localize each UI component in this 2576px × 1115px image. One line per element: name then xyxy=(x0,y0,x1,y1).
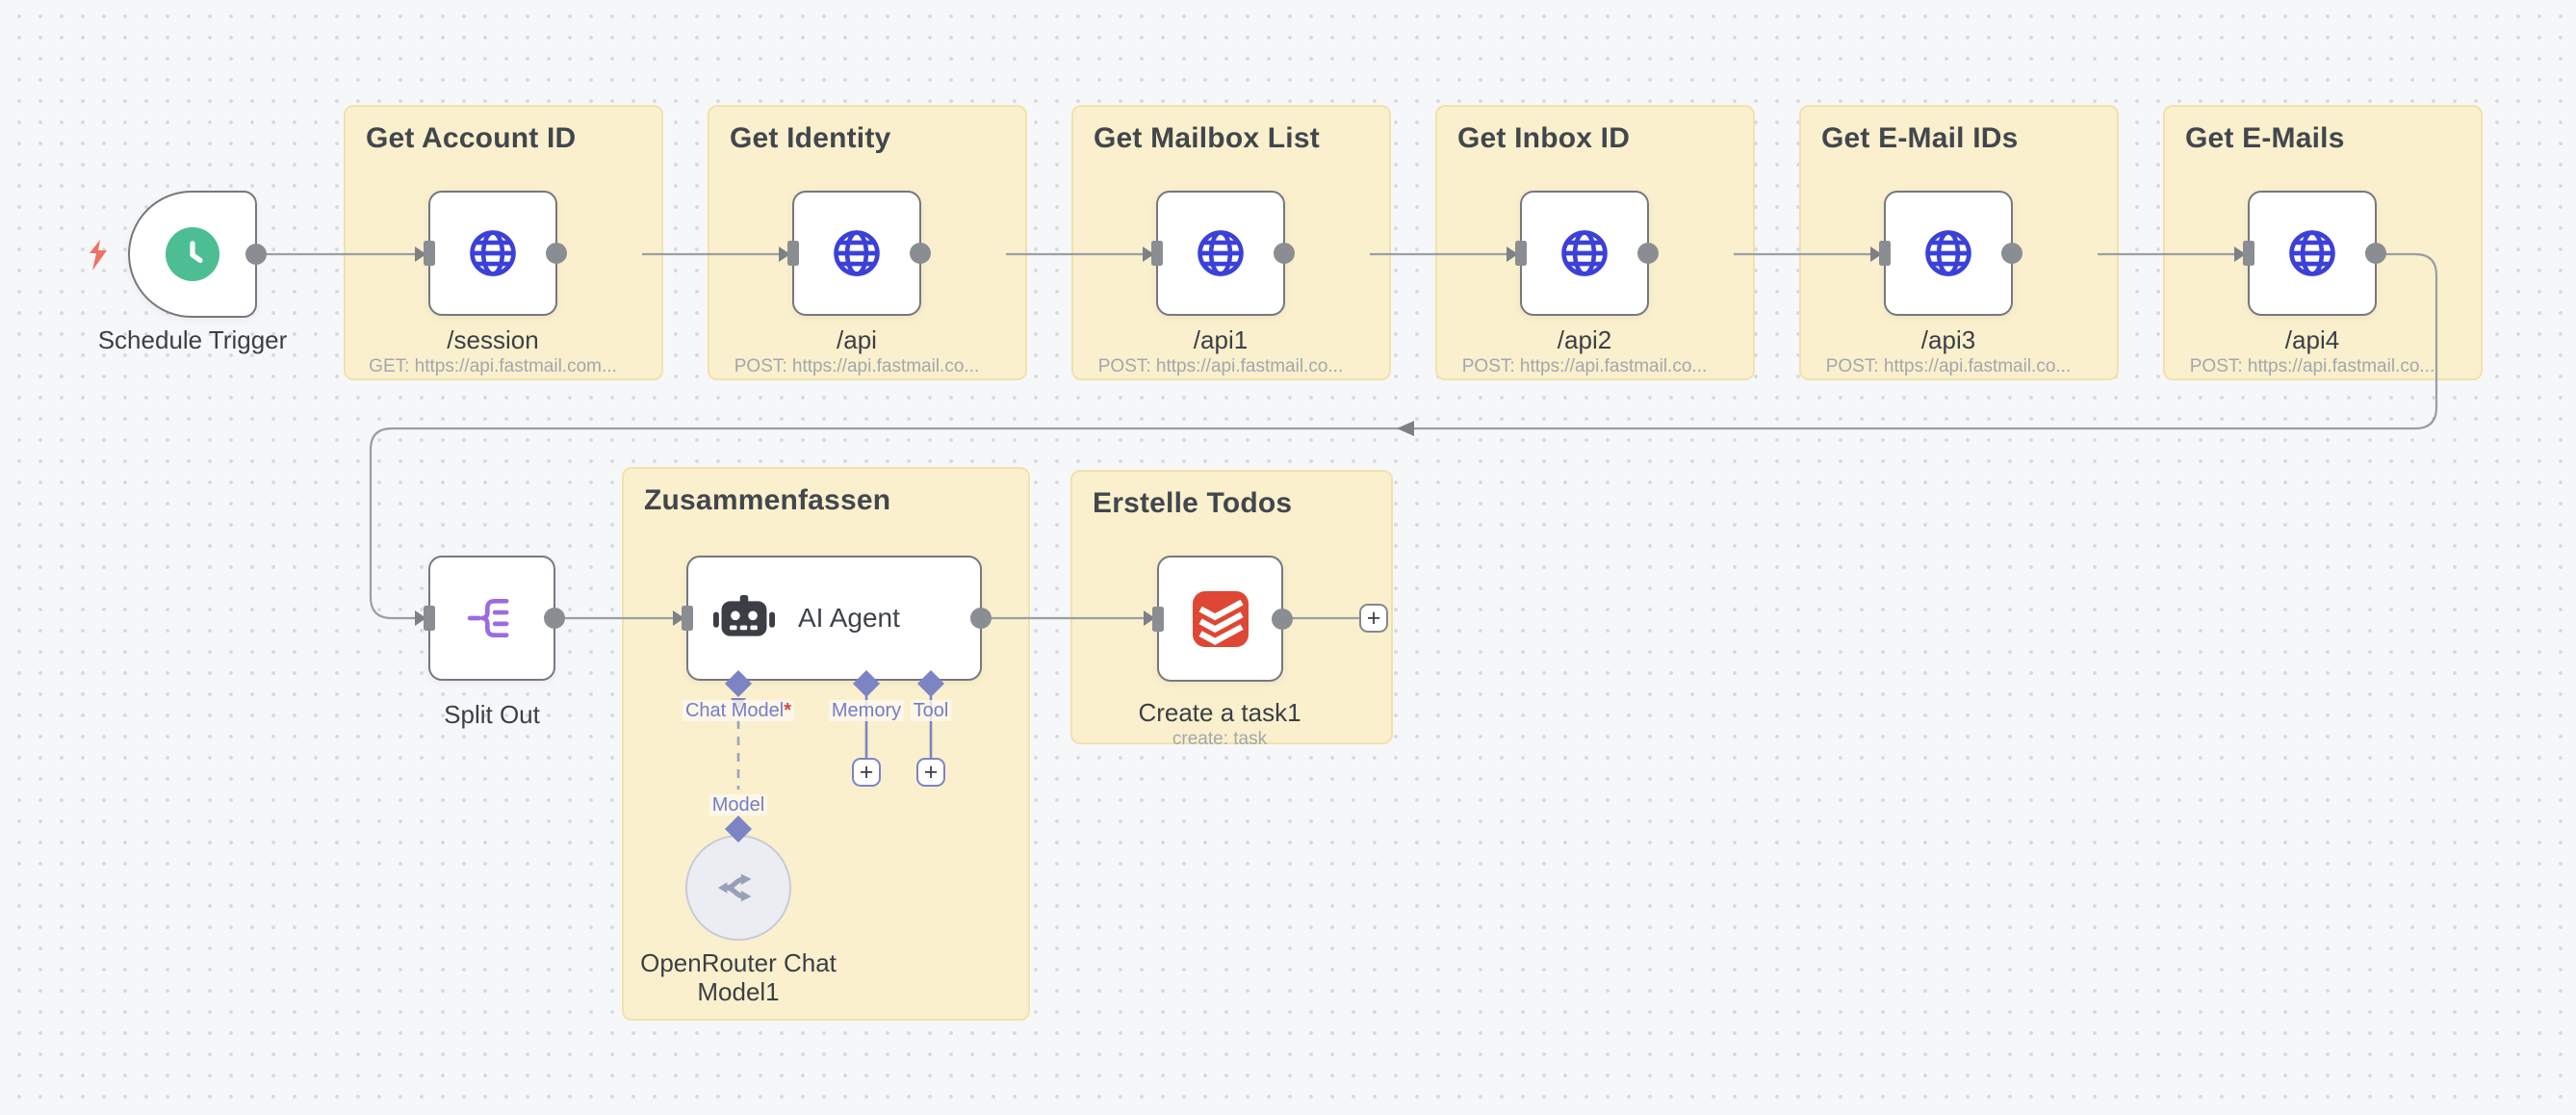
plus-icon: + xyxy=(1366,604,1381,632)
node-http-session[interactable] xyxy=(424,191,567,316)
sticky-title: Get Identity xyxy=(730,122,891,154)
globe-icon xyxy=(1198,230,1244,276)
sticky-title: Get E-Mails xyxy=(2185,122,2345,154)
node-label: /api1 xyxy=(1193,325,1249,354)
input-port[interactable] xyxy=(1151,241,1163,266)
clock-icon xyxy=(166,227,219,281)
node-ai-agent[interactable]: AI Agent xyxy=(682,556,992,681)
sticky-title: Erstelle Todos xyxy=(1093,487,1293,519)
node-label: Create a task1 xyxy=(1138,698,1301,727)
node-subtitle: POST: https://api.fastmail.co... xyxy=(734,356,980,376)
node-openrouter-chat-model[interactable] xyxy=(685,835,791,941)
node-split-out[interactable] xyxy=(424,556,565,681)
node-http-api1[interactable] xyxy=(1151,191,1295,316)
plus-icon: + xyxy=(923,758,939,786)
node-label: /api2 xyxy=(1557,325,1612,354)
sticky-get-account-id[interactable]: Get Account ID xyxy=(344,105,663,380)
chat-model-connector-label: Chat Model* xyxy=(682,700,795,721)
node-http-api4[interactable] xyxy=(2243,191,2386,316)
output-port[interactable] xyxy=(245,244,267,265)
node-label: AI Agent xyxy=(798,603,900,633)
node-subtitle: POST: https://api.fastmail.co... xyxy=(1461,356,1708,376)
sticky-title: Get Account ID xyxy=(366,122,577,154)
output-port[interactable] xyxy=(1274,243,1295,264)
node-subtitle: POST: https://api.fastmail.co... xyxy=(2189,356,2435,376)
input-port[interactable] xyxy=(1515,241,1527,266)
node-label: Schedule Trigger xyxy=(97,325,288,354)
node-label: /api4 xyxy=(2284,325,2340,354)
node-label: /api xyxy=(837,325,877,354)
output-port[interactable] xyxy=(970,608,992,629)
node-todoist-create-task[interactable] xyxy=(1152,556,1293,682)
output-port[interactable] xyxy=(1637,243,1659,264)
robot-icon xyxy=(713,595,775,636)
output-port[interactable] xyxy=(2001,243,2022,264)
add-tool-button[interactable]: + xyxy=(916,758,945,787)
plus-icon: + xyxy=(859,758,874,786)
globe-icon xyxy=(1561,230,1608,276)
model-connector-label: Model xyxy=(708,794,768,816)
openrouter-icon xyxy=(717,873,752,902)
required-marker: * xyxy=(784,700,792,721)
node-label: /api3 xyxy=(1920,325,1976,354)
node-subtitle: POST: https://api.fastmail.co... xyxy=(1097,356,1344,376)
globe-icon xyxy=(470,230,516,276)
node-subtitle: create: task xyxy=(1172,729,1268,749)
add-memory-button[interactable]: + xyxy=(852,758,881,787)
sticky-title: Get Inbox ID xyxy=(1457,122,1631,154)
globe-icon xyxy=(1925,230,1971,276)
memory-connector-label: Memory xyxy=(828,700,905,721)
input-port[interactable] xyxy=(787,241,799,266)
output-port[interactable] xyxy=(544,608,565,629)
sticky-title: Get E-Mail IDs xyxy=(1821,122,2019,154)
node-http-api[interactable] xyxy=(787,191,931,316)
node-http-api3[interactable] xyxy=(1879,191,2022,316)
node-label: Split Out xyxy=(444,700,540,729)
input-port[interactable] xyxy=(424,241,435,266)
node-http-api2[interactable] xyxy=(1515,191,1659,316)
input-port[interactable] xyxy=(2243,241,2254,266)
input-port[interactable] xyxy=(424,606,435,631)
output-port[interactable] xyxy=(1272,608,1293,630)
node-schedule-trigger[interactable] xyxy=(128,191,267,318)
split-out-icon xyxy=(467,598,509,638)
node-subtitle: GET: https://api.fastmail.com... xyxy=(369,356,617,376)
todoist-icon xyxy=(1192,590,1249,647)
add-next-node-button[interactable]: + xyxy=(1359,604,1388,633)
node-subtitle: POST: https://api.fastmail.co... xyxy=(1825,356,2072,376)
input-port[interactable] xyxy=(1152,606,1164,632)
sticky-title: Get Mailbox List xyxy=(1094,122,1320,154)
lightning-bolt-icon xyxy=(90,240,107,271)
globe-icon xyxy=(834,230,880,276)
node-label: /session xyxy=(447,325,539,354)
sticky-title: Zusammenfassen xyxy=(644,484,891,516)
input-port[interactable] xyxy=(682,606,693,631)
output-port[interactable] xyxy=(2365,243,2386,264)
output-port[interactable] xyxy=(546,243,567,264)
tool-connector-label: Tool xyxy=(910,700,952,721)
output-port[interactable] xyxy=(910,243,931,264)
globe-icon xyxy=(2289,230,2335,276)
input-port[interactable] xyxy=(1879,241,1891,266)
